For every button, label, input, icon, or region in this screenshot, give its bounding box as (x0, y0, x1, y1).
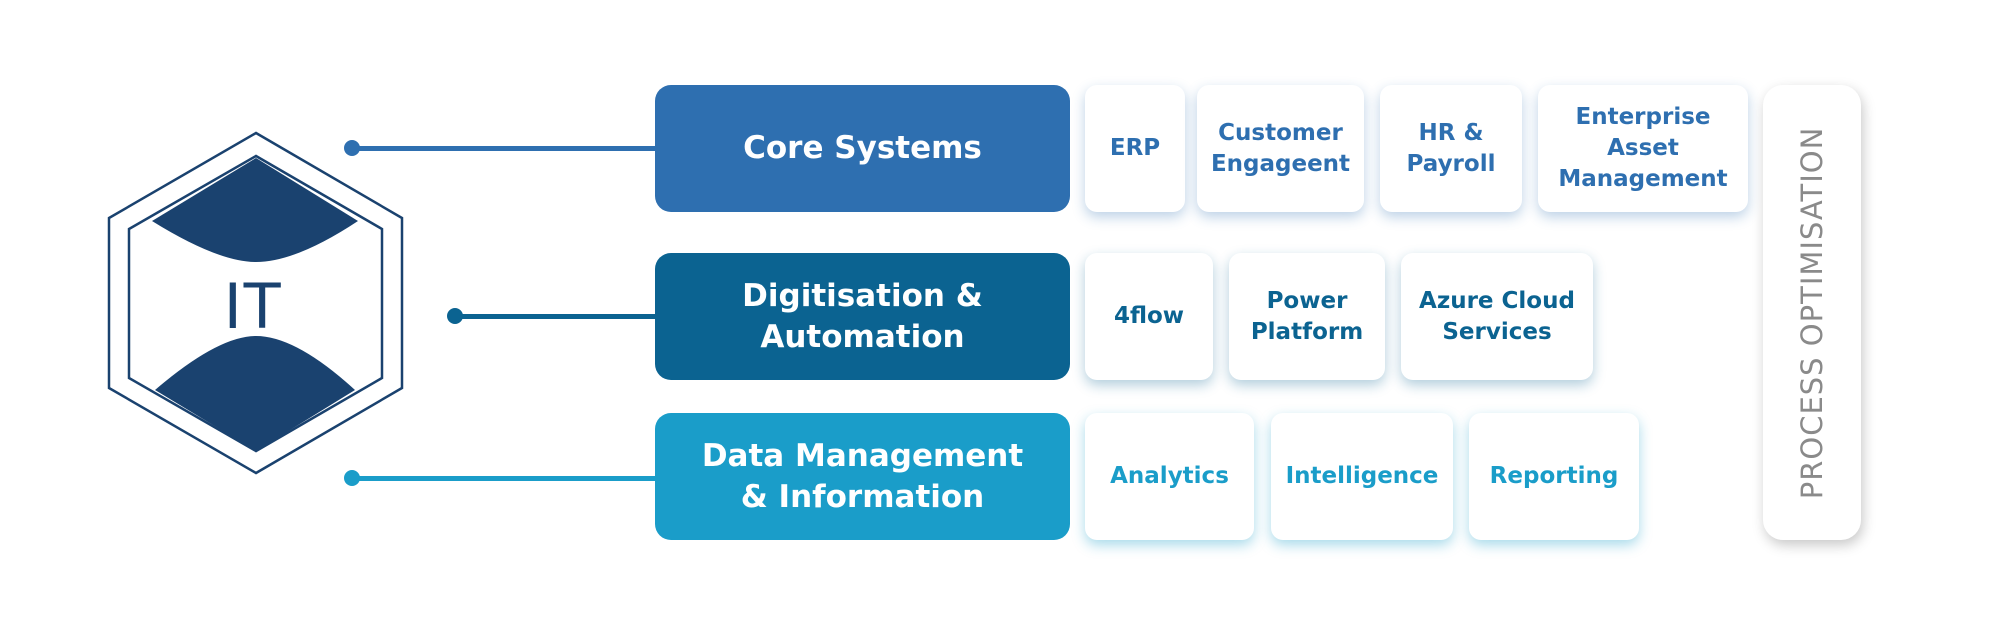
card-azure-cloud-services: Azure Cloud Services (1401, 253, 1593, 380)
card-erp: ERP (1085, 85, 1185, 212)
connector-dot (344, 140, 360, 156)
card-power-platform: Power Platform (1229, 253, 1385, 380)
connector-data-management (344, 470, 657, 486)
card-enterprise-asset-management: Enterprise Asset Management (1538, 85, 1748, 212)
it-logo-hexagon: IT (107, 131, 404, 475)
process-optimisation-label: PROCESS OPTIMISATION (1795, 126, 1829, 499)
hexagon-bottom-wedge (155, 336, 355, 451)
category-data-management: Data Management & Information (655, 413, 1070, 540)
category-core-systems: Core Systems (655, 85, 1070, 212)
card-4flow: 4flow (1085, 253, 1213, 380)
connector-dot (344, 470, 360, 486)
connector-dot (447, 308, 463, 324)
connector-digitisation (447, 308, 657, 324)
process-optimisation-bar: PROCESS OPTIMISATION (1763, 85, 1861, 540)
category-digitisation-automation: Digitisation & Automation (655, 253, 1070, 380)
card-intelligence: Intelligence (1271, 413, 1453, 540)
card-hr-payroll: HR & Payroll (1380, 85, 1522, 212)
hexagon-outline (107, 131, 404, 475)
it-logo-text: IT (224, 268, 283, 342)
card-customer-engagement: Customer Engageent (1197, 85, 1364, 212)
card-reporting: Reporting (1469, 413, 1639, 540)
card-analytics: Analytics (1085, 413, 1254, 540)
connector-core-systems (344, 140, 657, 156)
hexagon-top-wedge (152, 158, 358, 262)
